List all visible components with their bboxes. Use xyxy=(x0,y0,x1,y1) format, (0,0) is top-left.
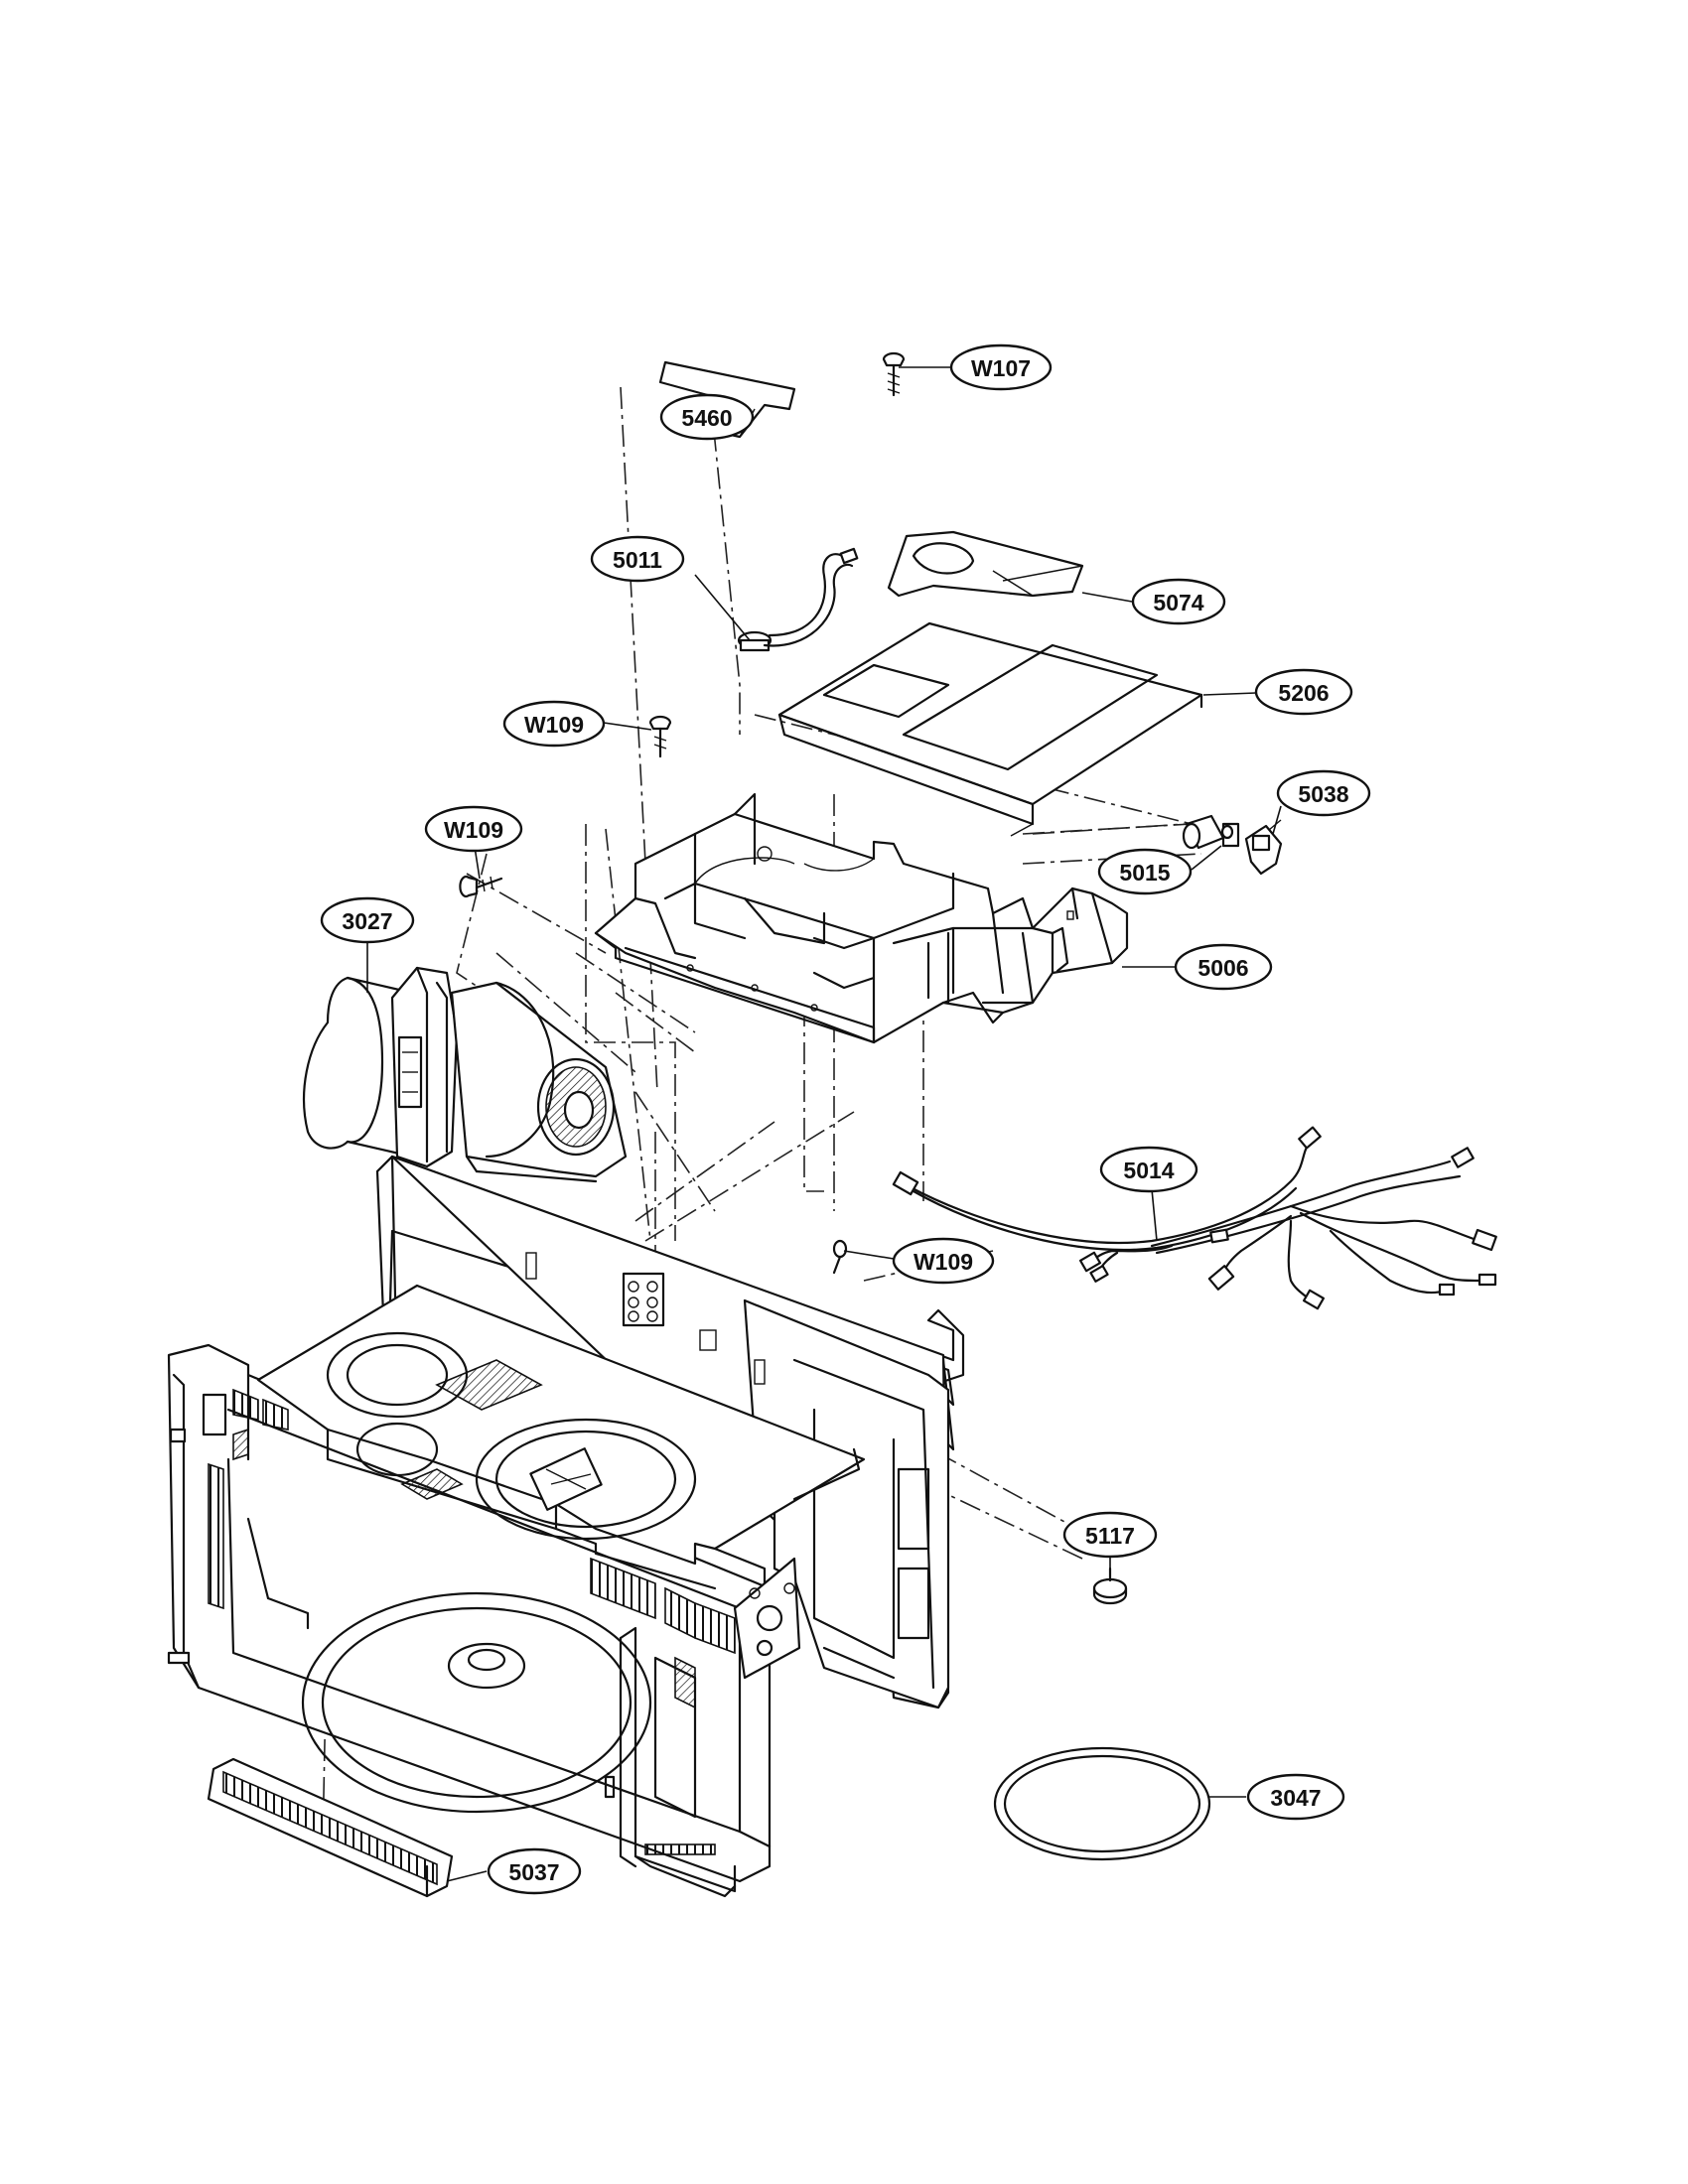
callout-5117: 5117 xyxy=(1062,1511,1158,1559)
wire-harness-part xyxy=(892,1126,1497,1310)
callout-label: W109 xyxy=(444,817,503,843)
callout-label: 3047 xyxy=(1270,1785,1321,1811)
callout-label: 5015 xyxy=(1119,860,1170,886)
screw-w107-part xyxy=(882,351,906,397)
callout-label: 5038 xyxy=(1298,781,1348,807)
callout-5037: 5037 xyxy=(487,1847,582,1895)
callout-label: 3027 xyxy=(342,908,392,934)
callout-label: W109 xyxy=(524,712,584,738)
blower-motor-part xyxy=(302,966,628,1183)
screw-w109-upper-part xyxy=(648,715,672,758)
callout-5074: 5074 xyxy=(1131,578,1226,625)
callout-label: 5011 xyxy=(613,547,662,573)
duct-plate-part xyxy=(887,530,1084,598)
callout-w107: W107 xyxy=(949,343,1053,391)
callout-5015: 5015 xyxy=(1097,848,1193,895)
screw-w109-right-part xyxy=(832,1239,848,1275)
callout-3027: 3027 xyxy=(320,896,415,944)
callout-label: 5006 xyxy=(1197,955,1248,981)
callout-5011: 5011 xyxy=(590,535,685,583)
grease-filter-part xyxy=(207,1757,454,1898)
callout-label: 5037 xyxy=(508,1859,559,1885)
lamp-socket-part xyxy=(1182,814,1240,850)
callout-5206: 5206 xyxy=(1254,668,1353,716)
callout-5014: 5014 xyxy=(1099,1146,1198,1193)
callout-5038: 5038 xyxy=(1276,769,1371,817)
callout-label: 5460 xyxy=(681,405,732,431)
roller-ring-part xyxy=(993,1746,1211,1861)
callout-label: 5014 xyxy=(1123,1158,1174,1183)
callout-w109-left: W109 xyxy=(424,805,523,853)
callout-label: W109 xyxy=(914,1249,973,1275)
callout-label: W107 xyxy=(971,355,1031,381)
callout-label: 5117 xyxy=(1085,1523,1135,1549)
callout-3047: 3047 xyxy=(1246,1773,1345,1821)
cavity-chassis-part xyxy=(167,1155,965,1898)
callout-label: 5206 xyxy=(1278,680,1329,706)
thermal-fuse-part xyxy=(1092,1567,1128,1605)
base-plate-part xyxy=(594,792,1129,1044)
callout-label: 5074 xyxy=(1153,590,1203,615)
callout-w109-upper: W109 xyxy=(502,700,606,748)
thermostat-part xyxy=(737,547,859,652)
callout-5006: 5006 xyxy=(1174,943,1273,991)
lamp-bracket-part xyxy=(1244,819,1283,876)
callout-w109-right: W109 xyxy=(892,1237,995,1285)
screw-w109-left-part xyxy=(459,875,503,898)
callout-5460: 5460 xyxy=(659,393,755,441)
top-cover-part xyxy=(777,621,1203,837)
